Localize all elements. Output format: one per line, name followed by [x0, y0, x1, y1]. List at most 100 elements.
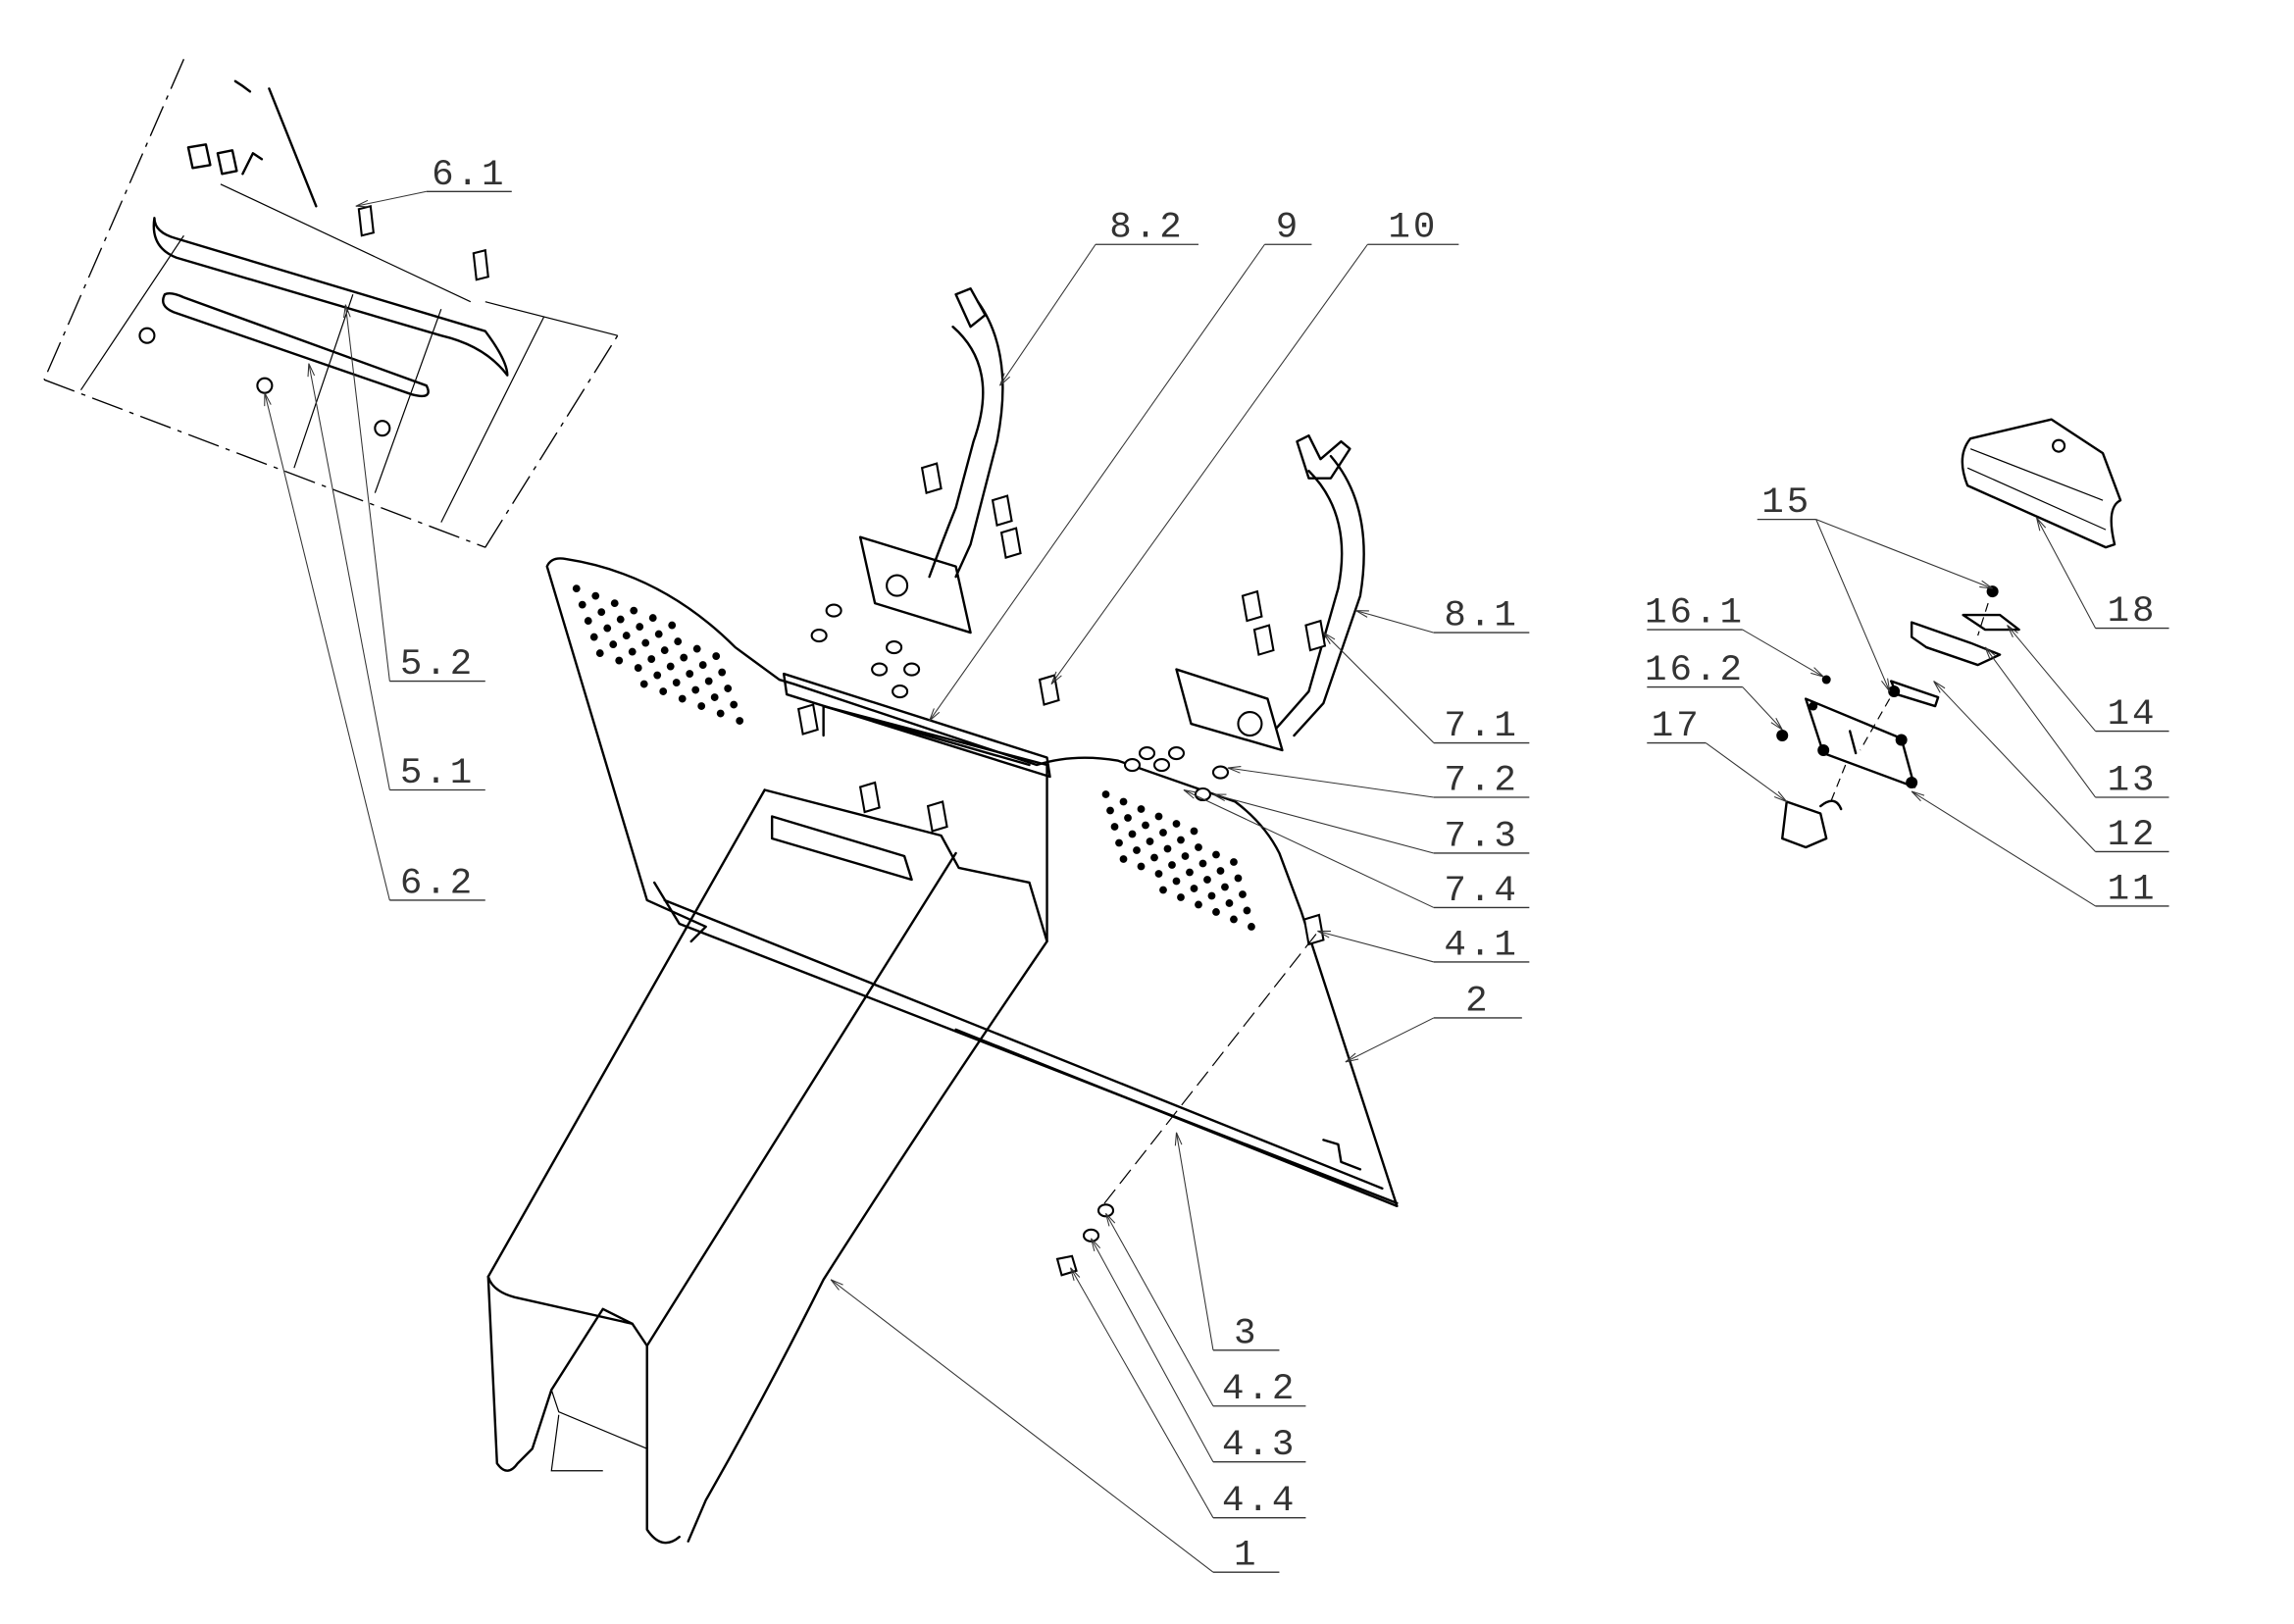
- callout-2: 2: [1345, 981, 1522, 1063]
- arrowhead-icon: [1070, 1267, 1081, 1281]
- callout-4-2: 4.2: [1105, 1212, 1306, 1410]
- washer-icon: [1167, 745, 1186, 761]
- vent-hole: [589, 633, 598, 641]
- callout-label: 8.2: [1109, 208, 1184, 249]
- leader-line: [1070, 1267, 1214, 1518]
- vent-hole: [616, 615, 625, 624]
- arrowhead-icon: [929, 708, 941, 722]
- vent-hole: [653, 671, 662, 680]
- washer-icon: [1123, 757, 1142, 773]
- vent-hole: [1230, 858, 1238, 866]
- vent-hole: [1195, 843, 1202, 851]
- arrowhead-icon: [830, 1279, 843, 1291]
- vent-hole: [1248, 923, 1255, 931]
- washer-icon: [810, 629, 828, 643]
- vent-hole: [654, 630, 663, 638]
- callout-8-1: 8.1: [1355, 596, 1530, 637]
- leader-line: [1911, 790, 2096, 907]
- callout-3: 3: [1174, 1132, 1280, 1354]
- leader-line: [308, 363, 390, 790]
- leader-line: [1815, 519, 1993, 589]
- vent-hole: [1230, 915, 1238, 924]
- leader-line: [1183, 789, 1435, 908]
- washer-icon: [825, 603, 842, 618]
- arrowhead-icon: [343, 304, 351, 319]
- vent-hole: [639, 680, 648, 688]
- arrowhead-icon: [2007, 625, 2018, 637]
- callout-6-2: 6.2: [264, 392, 485, 904]
- callout-16-1: 16.1: [1645, 593, 1824, 678]
- arrowhead-icon: [1317, 930, 1331, 939]
- vent-hole: [1168, 861, 1176, 869]
- arrowhead-icon: [1105, 1212, 1116, 1227]
- callout-label: 11: [2108, 869, 2158, 910]
- vent-hole: [1119, 797, 1128, 806]
- vent-hole: [1190, 827, 1198, 836]
- vent-hole: [1119, 855, 1128, 863]
- leader-line: [344, 304, 390, 682]
- vent-hole: [1163, 844, 1172, 853]
- leader-line: [1091, 1238, 1214, 1462]
- callout-9: 9: [929, 208, 1312, 722]
- vent-hole: [628, 647, 637, 656]
- bar-part-9: [782, 672, 1051, 779]
- callout-4-1: 4.1: [1317, 925, 1530, 966]
- detail-inset: [43, 59, 619, 548]
- vent-hole: [1212, 908, 1220, 916]
- bolt-icon: [1304, 619, 1327, 652]
- arrowhead-icon: [1050, 671, 1062, 685]
- vent-hole: [609, 640, 618, 648]
- vent-hole: [622, 632, 631, 639]
- side-panel-part-2: [545, 557, 1399, 1208]
- vent-hole: [1216, 867, 1225, 875]
- bolt-icon: [1038, 674, 1060, 706]
- callout-label: 6.2: [400, 863, 475, 904]
- arrowhead-icon: [355, 199, 370, 208]
- callout-label: 8.1: [1444, 596, 1518, 637]
- vent-hole: [1101, 790, 1110, 798]
- vent-hole: [1212, 850, 1220, 859]
- callout-label: 7.3: [1444, 816, 1518, 857]
- vent-hole: [1203, 876, 1211, 884]
- washer-icon: [1211, 765, 1230, 780]
- leader-line: [2036, 517, 2097, 629]
- bolt-icon: [926, 800, 948, 833]
- vent-hole: [1146, 837, 1154, 845]
- callout-5-2: 5.2: [343, 304, 485, 685]
- vent-hole: [1133, 846, 1141, 854]
- vent-hole: [1195, 900, 1202, 909]
- leader-line: [1705, 742, 1788, 802]
- callout-label: 9: [1276, 208, 1300, 249]
- board-part-11: [1805, 697, 1918, 789]
- callout-label: 16.1: [1645, 593, 1745, 634]
- vent-hole: [718, 668, 727, 677]
- callout-10: 10: [1050, 208, 1459, 685]
- vent-hole: [634, 664, 642, 672]
- leader-line: [1345, 1017, 1435, 1063]
- vent-hole: [1159, 886, 1167, 894]
- arrowhead-icon: [1933, 681, 1946, 693]
- callout-1: 1: [830, 1279, 1280, 1577]
- bolt-icon: [858, 781, 881, 814]
- vent-hole: [603, 624, 612, 633]
- vent-hole: [1186, 868, 1194, 877]
- callout-label: 2: [1465, 981, 1490, 1022]
- bolt-icon: [1252, 624, 1275, 656]
- chute-part-1: [486, 704, 1048, 1545]
- arrowhead-icon: [1773, 790, 1788, 802]
- arrowhead-icon: [1355, 610, 1369, 618]
- arrowhead-icon: [1911, 790, 1925, 802]
- vent-hole: [615, 656, 624, 665]
- vent-hole: [697, 702, 706, 710]
- vent-hole: [712, 652, 721, 660]
- callout-8-2: 8.2: [999, 208, 1198, 386]
- arrowhead-icon: [1979, 580, 1993, 589]
- callout-17: 17: [1647, 706, 1788, 802]
- vent-hole: [1154, 870, 1163, 878]
- leader-line: [1742, 686, 1783, 731]
- callout-label: 10: [1388, 208, 1438, 249]
- arrowhead-icon: [1881, 678, 1891, 692]
- arrowhead-icon: [999, 373, 1011, 386]
- vent-hole: [1128, 830, 1137, 838]
- callout-label: 7.4: [1444, 871, 1518, 912]
